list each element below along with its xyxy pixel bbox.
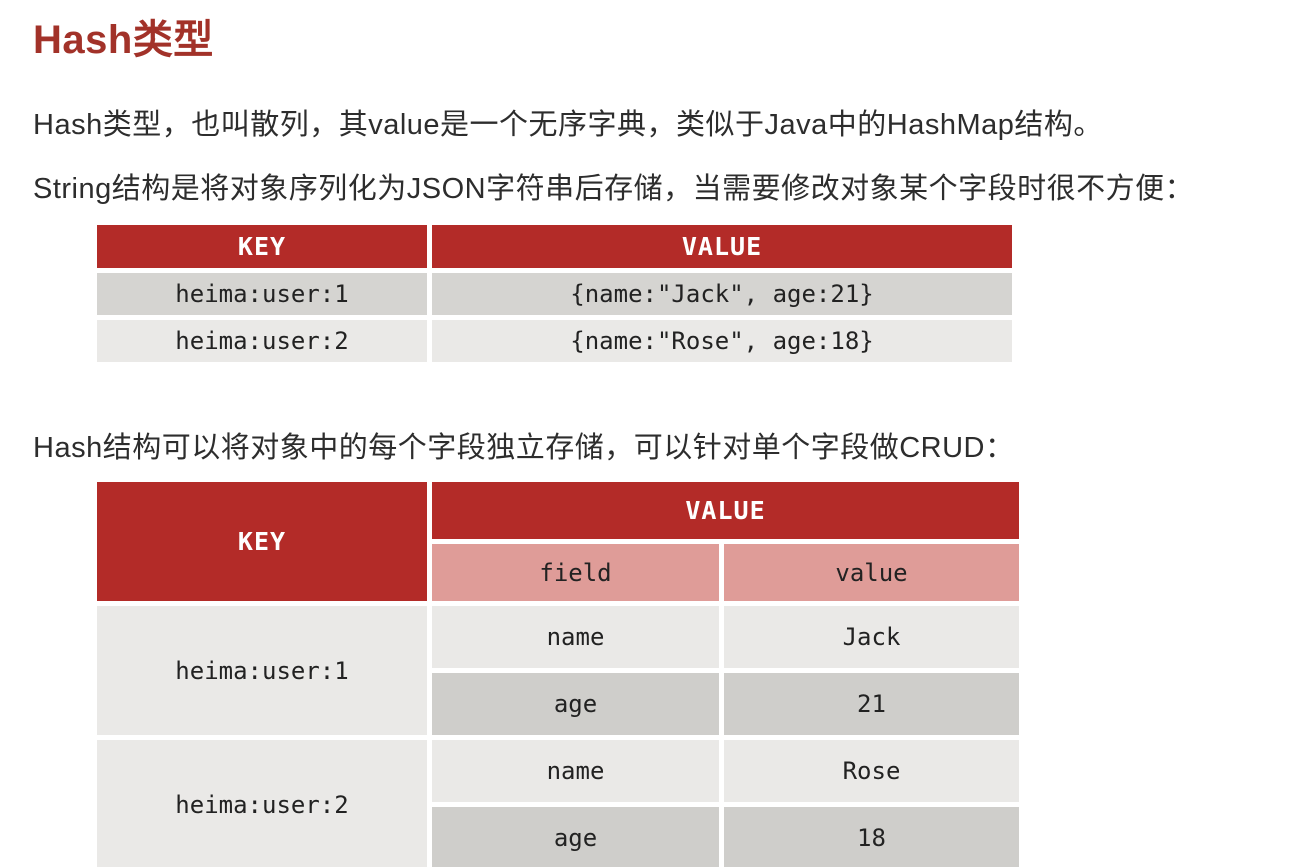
hash-storage-table: KEY VALUE field value heima:user:1 name …: [92, 477, 1024, 867]
table-row: heima:user:1 {name:"Jack", age:21}: [97, 273, 1012, 315]
field-cell: name: [432, 740, 719, 802]
hash-table-key-header: KEY: [97, 482, 427, 601]
table-subheader-row: field value: [97, 544, 1019, 601]
hash-intro-paragraph: Hash类型，也叫散列，其value是一个无序字典，类似于Java中的HashM…: [33, 109, 1103, 141]
table-header-row: KEY VALUE: [97, 225, 1012, 268]
value-cell: {name:"Jack", age:21}: [432, 273, 1012, 315]
string-storage-table: KEY VALUE heima:user:1 {name:"Jack", age…: [92, 220, 1017, 367]
hash-table-value-header: VALUE: [432, 482, 1019, 539]
value-cell: 21: [724, 673, 1019, 735]
page-title: Hash类型: [33, 18, 214, 62]
field-cell: age: [432, 807, 719, 867]
hash-structure-paragraph: Hash结构可以将对象中的每个字段独立存储，可以针对单个字段做CRUD：: [33, 432, 1015, 464]
table-row: heima:user:2 name Rose: [97, 740, 1019, 867]
table-row: age 18: [97, 807, 1019, 867]
hash-table-value-subheader: value: [724, 544, 1019, 601]
table-row: heima:user:1 name Jack: [97, 606, 1019, 735]
string-structure-paragraph: String结构是将对象序列化为JSON字符串后存储，当需要修改对象某个字段时很…: [33, 173, 1195, 205]
value-cell: Jack: [724, 606, 1019, 668]
value-cell: {name:"Rose", age:18}: [432, 320, 1012, 362]
string-table-value-header: VALUE: [432, 225, 1012, 268]
value-cell: Rose: [724, 740, 1019, 802]
key-cell: heima:user:1: [97, 273, 427, 315]
key-cell: heima:user:2: [97, 320, 427, 362]
field-cell: age: [432, 673, 719, 735]
key-cell: heima:user:2: [97, 740, 427, 867]
key-cell: heima:user:1: [97, 606, 427, 735]
table-row: heima:user:2 {name:"Rose", age:18}: [97, 320, 1012, 362]
table-header-row: KEY VALUE: [97, 482, 1019, 601]
table-row: age 21: [97, 673, 1019, 735]
string-table-key-header: KEY: [97, 225, 427, 268]
field-cell: name: [432, 606, 719, 668]
value-cell: 18: [724, 807, 1019, 867]
hash-table-field-subheader: field: [432, 544, 719, 601]
